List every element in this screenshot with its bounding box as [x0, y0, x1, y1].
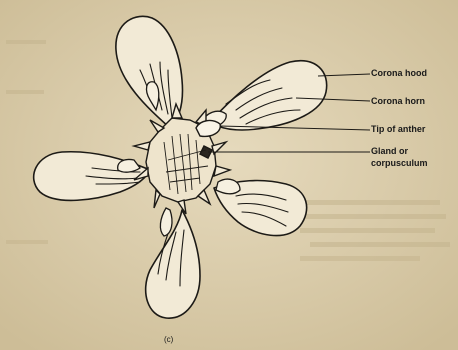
label-corona-horn: Corona horn — [371, 96, 425, 107]
label-gland-line1: Gland or — [371, 146, 408, 157]
label-gland-line2: corpusculum — [371, 158, 428, 169]
figure-caption: (c) — [164, 334, 173, 345]
label-corona-hood: Corona hood — [371, 68, 427, 79]
corona-horn-lower-right — [216, 179, 240, 194]
label-tip-of-anther: Tip of anther — [371, 124, 425, 135]
